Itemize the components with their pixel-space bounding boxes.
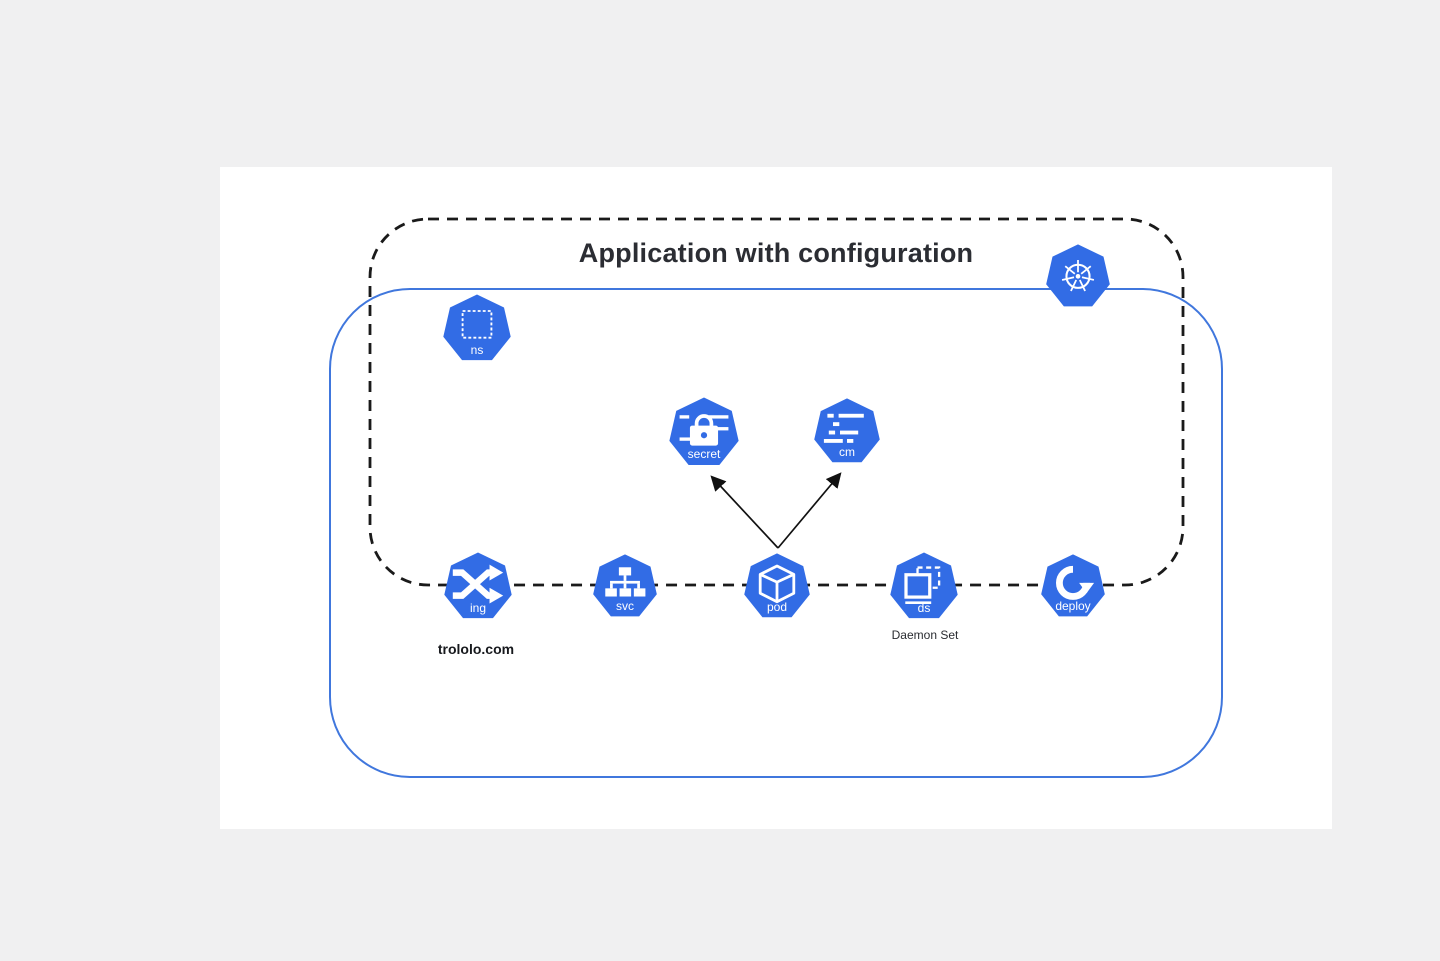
node-service: svc (591, 553, 659, 621)
node-configmap: cm (812, 397, 882, 467)
pod-cube-icon (744, 553, 810, 618)
configmap-lines-icon (814, 398, 880, 463)
node-namespace: ns (441, 293, 513, 365)
deployment-cycle-icon (1041, 554, 1105, 617)
node-label-ing: ing (469, 600, 486, 615)
node-label-svc: svc (616, 599, 634, 614)
diagram-title: Application with configuration (578, 238, 974, 268)
node-label-pod: pod (766, 599, 788, 614)
kubernetes-helm-wheel-icon (1046, 244, 1110, 307)
node-label-deploy: deploy (1055, 599, 1091, 614)
namespace-icon (443, 294, 511, 361)
node-daemonset: ds (888, 551, 960, 623)
node-ingress: ing (442, 551, 514, 623)
node-label-cm: cm (839, 444, 855, 459)
node-label-ns: ns (470, 342, 484, 357)
node-kubernetes-logo (1044, 243, 1112, 311)
ingress-host-caption: trololo.com (437, 641, 515, 657)
ingress-shuffle-icon (444, 552, 512, 619)
node-deployment: deploy (1039, 553, 1107, 621)
node-label-ds: ds (917, 600, 931, 615)
node-pod: pod (742, 552, 812, 622)
daemonset-stack-icon (890, 552, 958, 619)
daemonset-caption: Daemon Set (891, 628, 959, 642)
node-secret: secret (667, 396, 741, 470)
secret-lock-icon (669, 397, 739, 465)
service-tree-icon (593, 554, 657, 617)
node-label-secret: secret (687, 447, 721, 462)
